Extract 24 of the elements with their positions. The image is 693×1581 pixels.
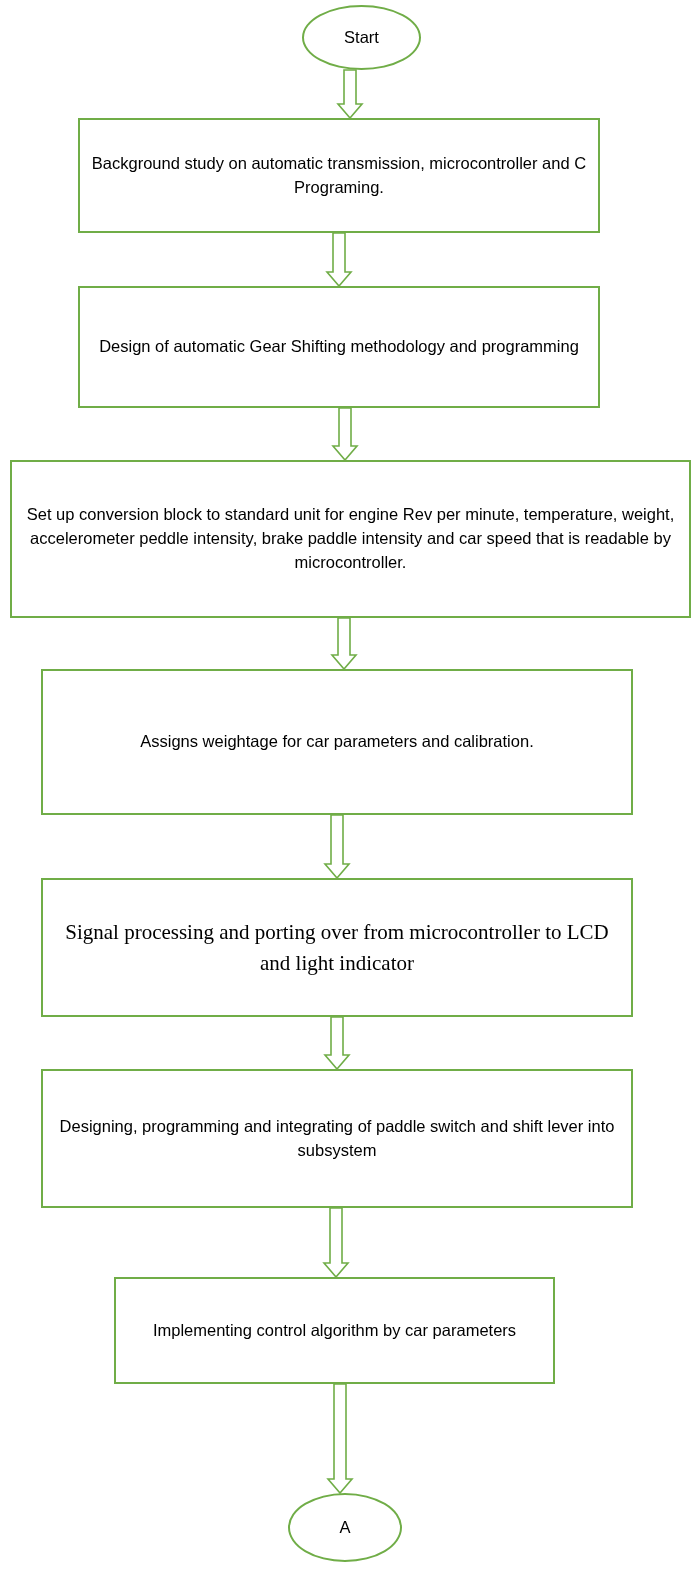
- node-text: Signal processing and porting over from microcontroller to LCD and light indicator: [64, 919, 610, 977]
- process-box: [78, 286, 600, 408]
- process-box: [41, 669, 633, 815]
- process-box: [41, 878, 633, 1017]
- node-text: Design of automatic Gear Shifting methodology and programming: [99, 336, 579, 358]
- node-text: A: [339, 1516, 351, 1538]
- process-box: [78, 118, 600, 233]
- block-arrow: [325, 232, 353, 288]
- node-text: Background study on automatic transmission, microcontroller and C Programing.: [90, 152, 588, 198]
- process-box: [41, 1069, 633, 1208]
- block-arrow: [323, 814, 351, 880]
- block-arrow: [331, 407, 359, 462]
- node-text: Assigns weightage for car parameters and calibration.: [140, 731, 534, 753]
- node-text: Implementing control algorithm by car parameters: [152, 1319, 517, 1341]
- node-text: Designing, programming and integrating of paddle switch and shift lever into subsystem: [58, 1115, 616, 1161]
- block-arrow: [336, 69, 364, 120]
- process-box: [114, 1277, 555, 1384]
- node-text: Start: [344, 26, 379, 48]
- block-arrow: [330, 617, 358, 671]
- node-text: Set up conversion block to standard unit for engine Rev per minute, temperature, weight, accelerometer peddle intensity, brake paddle intensity and car speed that is readable by microcontroller.: [25, 504, 676, 573]
- process-box: [10, 460, 691, 618]
- block-arrow: [322, 1207, 350, 1279]
- block-arrow: [326, 1383, 354, 1495]
- block-arrow: [323, 1016, 351, 1071]
